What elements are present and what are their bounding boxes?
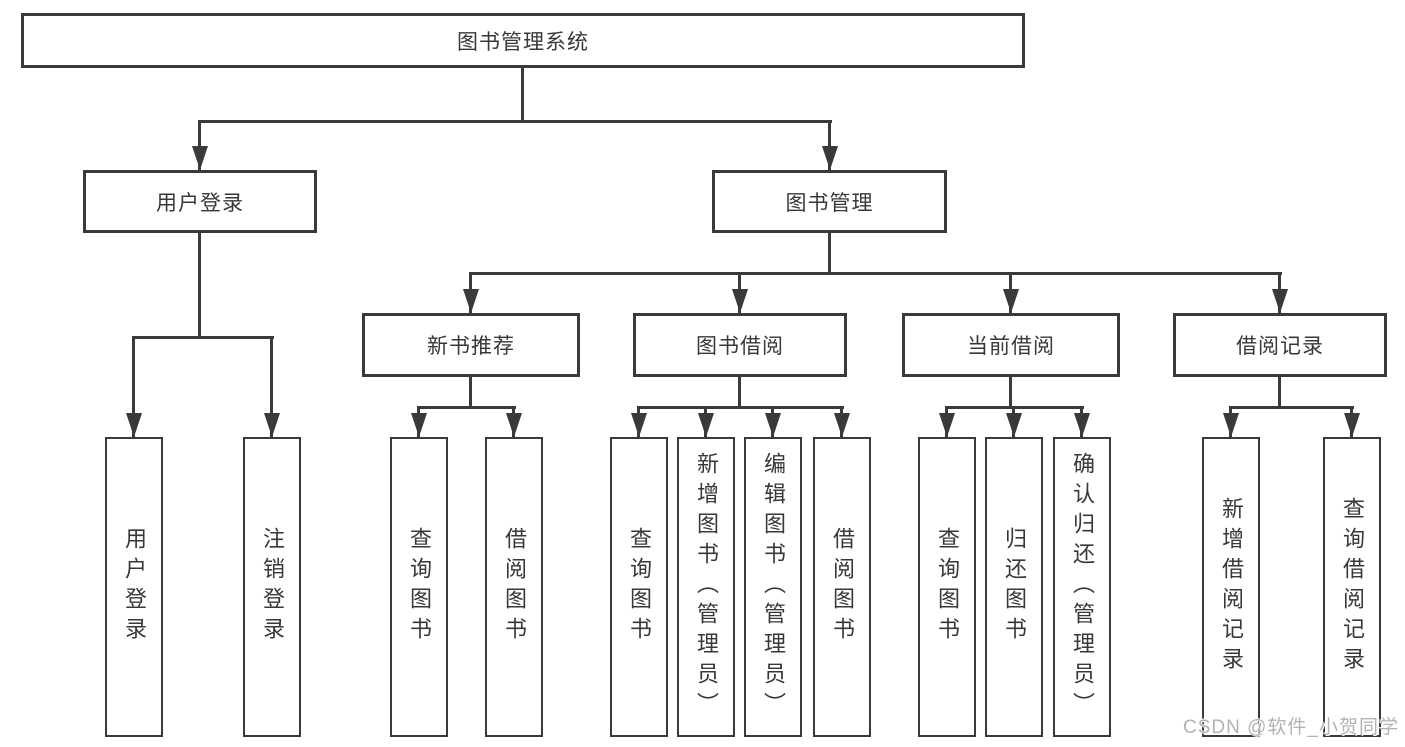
leaf-label: 编辑图书（管理员） <box>761 452 786 722</box>
connector-vline <box>132 336 135 437</box>
arrow-down-icon <box>1006 413 1022 437</box>
connector-vline <box>469 377 472 406</box>
leaf-label: 用户登录 <box>122 527 147 647</box>
leaf-label: 查询图书 <box>627 527 652 647</box>
node-borrow-records: 借阅记录 <box>1173 313 1387 377</box>
connector-hline <box>1230 406 1354 409</box>
arrow-down-icon <box>506 413 522 437</box>
connector-vline <box>270 336 273 437</box>
arrow-down-icon <box>1272 289 1288 313</box>
connector-vline <box>521 68 524 120</box>
arrow-down-icon <box>1223 413 1239 437</box>
node-book-borrow-label: 图书借阅 <box>696 335 784 358</box>
leaf-label: 借阅图书 <box>830 527 855 647</box>
node-new-book-recommend-label: 新书推荐 <box>427 335 515 358</box>
leaf-label: 确认归还（管理员） <box>1070 452 1095 722</box>
leaf-query-books-borrow: 查询图书 <box>610 437 668 737</box>
leaf-edit-book-admin: 编辑图书（管理员） <box>744 437 802 737</box>
connector-hline <box>470 272 1282 275</box>
arrow-down-icon <box>1344 413 1360 437</box>
node-current-borrow-label: 当前借阅 <box>967 335 1055 358</box>
arrow-down-icon <box>126 413 142 437</box>
leaf-label: 新增借阅记录 <box>1219 497 1244 677</box>
leaf-label: 查询图书 <box>935 527 960 647</box>
leaf-label: 查询借阅记录 <box>1340 497 1365 677</box>
arrow-down-icon <box>834 413 850 437</box>
arrow-down-icon <box>463 289 479 313</box>
node-root-label: 图书管理系统 <box>457 30 589 54</box>
arrow-down-icon <box>732 289 748 313</box>
leaf-label: 归还图书 <box>1002 527 1027 647</box>
node-current-borrow: 当前借阅 <box>902 313 1120 377</box>
leaf-borrow-books-newbook: 借阅图书 <box>485 437 543 737</box>
leaf-confirm-return-admin: 确认归还（管理员） <box>1053 437 1111 737</box>
leaf-query-books-newbook: 查询图书 <box>390 437 448 737</box>
node-user-login: 用户登录 <box>83 170 317 233</box>
leaf-label: 查询图书 <box>407 527 432 647</box>
connector-vline <box>1009 377 1012 406</box>
node-book-management-label: 图书管理 <box>785 191 874 215</box>
connector-hline <box>946 406 1084 409</box>
leaf-query-borrow-record: 查询借阅记录 <box>1323 437 1381 737</box>
leaf-label: 新增图书（管理员） <box>694 452 719 722</box>
leaf-label: 借阅图书 <box>502 527 527 647</box>
connector-vline <box>738 377 741 406</box>
leaf-borrow-books-borrow: 借阅图书 <box>813 437 871 737</box>
node-book-management: 图书管理 <box>712 170 947 233</box>
connector-hline <box>638 406 844 409</box>
arrow-down-icon <box>264 413 280 437</box>
arrow-down-icon <box>631 413 647 437</box>
arrow-down-icon <box>939 413 955 437</box>
node-root: 图书管理系统 <box>21 13 1025 68</box>
node-book-borrow: 图书借阅 <box>633 313 847 377</box>
node-user-login-label: 用户登录 <box>156 191 244 215</box>
leaf-add-borrow-record: 新增借阅记录 <box>1202 437 1260 737</box>
connector-vline <box>828 120 831 170</box>
arrow-down-icon <box>765 413 781 437</box>
connector-vline <box>828 233 831 272</box>
connector-vline <box>1278 377 1281 406</box>
leaf-label: 注销登录 <box>260 527 285 647</box>
arrow-down-icon <box>1003 289 1019 313</box>
watermark: CSDN @软件_小贺同学 <box>1183 717 1399 738</box>
connector-vline <box>198 120 201 170</box>
node-borrow-records-label: 借阅记录 <box>1236 335 1324 358</box>
connector-hline <box>198 120 832 123</box>
leaf-return-books: 归还图书 <box>985 437 1043 737</box>
leaf-query-books-current: 查询图书 <box>918 437 976 737</box>
node-new-book-recommend: 新书推荐 <box>362 313 580 377</box>
arrow-down-icon <box>1074 413 1090 437</box>
arrow-down-icon <box>411 413 427 437</box>
leaf-logout: 注销登录 <box>243 437 301 737</box>
arrow-down-icon <box>822 146 838 170</box>
leaf-add-book-admin: 新增图书（管理员） <box>677 437 735 737</box>
arrow-down-icon <box>192 146 208 170</box>
connector-vline <box>198 233 201 336</box>
arrow-down-icon <box>698 413 714 437</box>
connector-hline <box>418 406 516 409</box>
leaf-user-login: 用户登录 <box>105 437 163 737</box>
connector-hline <box>133 336 274 339</box>
